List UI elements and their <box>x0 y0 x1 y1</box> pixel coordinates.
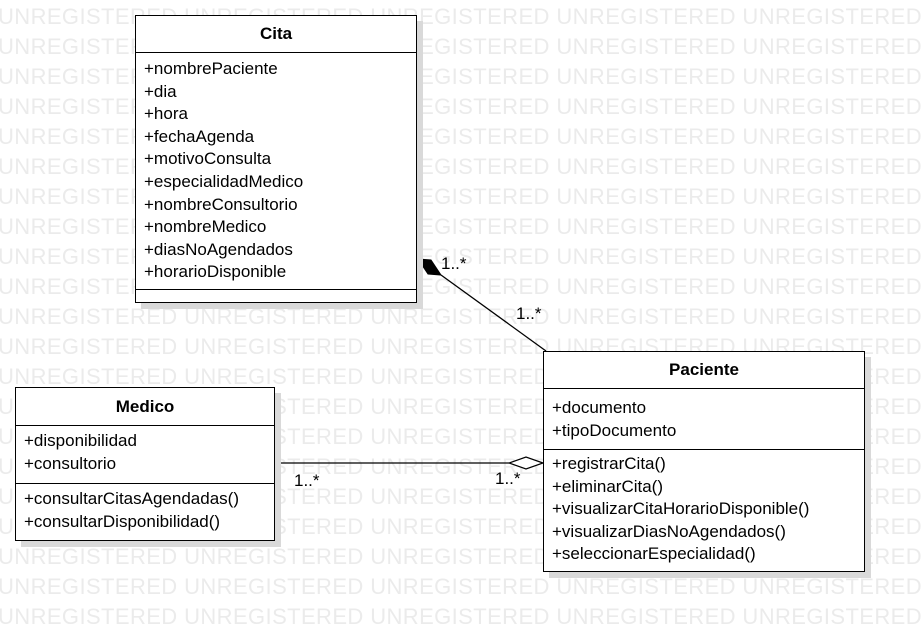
operation: +visualizarDiasNoAgendados() <box>552 521 786 541</box>
composition-diamond <box>417 258 442 276</box>
operation: +seleccionarEspecialidad() <box>552 544 756 564</box>
cita-multiplicity-label: 1..* <box>441 254 467 273</box>
operation: +visualizarCitaHorarioDisponible() <box>552 499 810 519</box>
class-paciente-attributes: +documento +tipoDocumento <box>544 389 864 450</box>
class-paciente-operations: +registrarCita() +eliminarCita() +visual… <box>544 450 864 571</box>
aggregation-diamond <box>507 456 545 470</box>
attribute: +consultorio <box>24 453 117 473</box>
class-medico-operations: +consultarCitasAgendadas() +consultarDis… <box>16 484 274 540</box>
attribute: +hora <box>144 104 188 124</box>
class-medico[interactable]: Medico +disponibilidad +consultorio +con… <box>15 387 275 541</box>
medico-multiplicity-label: 1..* <box>294 471 320 490</box>
watermark-row: UNREGISTERED UNREGISTERED UNREGISTERED U… <box>0 304 924 329</box>
attribute: +motivoConsulta <box>144 149 272 169</box>
class-medico-name: Medico <box>16 388 274 426</box>
class-cita-name: Cita <box>136 16 416 53</box>
attribute: +especialidadMedico <box>144 171 304 191</box>
attribute: +tipoDocumento <box>552 420 677 440</box>
class-medico-attributes: +disponibilidad +consultorio <box>16 426 274 484</box>
attribute: +nombreMedico <box>144 217 267 237</box>
attribute: +diasNoAgendados <box>144 239 293 259</box>
class-cita-operations <box>136 290 416 302</box>
cita-paciente-association-line <box>440 274 547 352</box>
class-paciente[interactable]: Paciente +documento +tipoDocumento +regi… <box>543 351 865 572</box>
operation: +consultarDisponibilidad() <box>24 511 221 531</box>
operation: +eliminarCita() <box>552 476 663 496</box>
attribute: +dia <box>144 81 177 101</box>
attribute: +disponibilidad <box>24 431 137 450</box>
paciente-multiplicity-label-top: 1..* <box>516 304 542 323</box>
attribute: +horarioDisponible <box>144 262 287 282</box>
paciente-multiplicity-label-left: 1..* <box>495 469 521 488</box>
class-paciente-name: Paciente <box>544 352 864 389</box>
class-cita-attributes: +nombrePaciente +dia +hora +fechaAgenda … <box>136 53 416 290</box>
operation: +consultarCitasAgendadas() <box>24 489 239 508</box>
class-cita[interactable]: Cita +nombrePaciente +dia +hora +fechaAg… <box>135 15 417 303</box>
watermark-row: UNREGISTERED UNREGISTERED UNREGISTERED U… <box>0 574 924 599</box>
attribute: +nombreConsultorio <box>144 194 298 214</box>
attribute: +documento <box>552 398 647 417</box>
operation: +registrarCita() <box>552 454 666 473</box>
watermark-row: UNREGISTERED UNREGISTERED UNREGISTERED U… <box>0 604 924 629</box>
attribute: +fechaAgenda <box>144 126 255 146</box>
attribute: +nombrePaciente <box>144 59 278 78</box>
